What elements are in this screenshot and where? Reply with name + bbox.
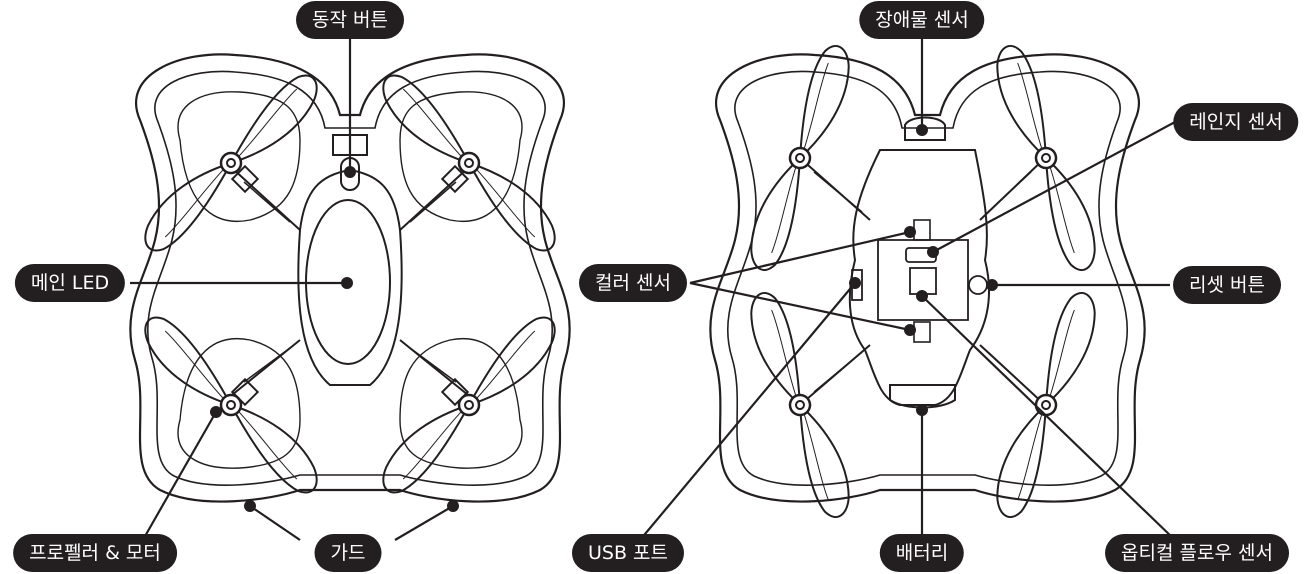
obstacle-sensor-label: 장애물 센서 (859, 1, 985, 39)
guard-label: 가드 (314, 534, 382, 572)
leader-lines (130, 38, 1176, 546)
usb-port-label: USB 포트 (571, 534, 685, 572)
optical-flow-sensor-label: 옵티컬 플로우 센서 (1105, 534, 1289, 572)
action-button-label: 동작 버튼 (296, 1, 404, 39)
top-view-drone (129, 53, 571, 503)
reset-button-label: 리셋 버튼 (1173, 266, 1281, 304)
range-sensor-label: 레인지 센서 (1173, 103, 1299, 141)
color-sensor-label: 컬러 센서 (579, 264, 687, 302)
propeller-motor-label: 프로펠러 & 모터 (13, 534, 177, 572)
battery-label: 배터리 (879, 534, 965, 572)
leader-dots (210, 124, 998, 512)
bottom-view-drone (709, 53, 1146, 503)
main-led-label: 메인 LED (14, 264, 126, 302)
